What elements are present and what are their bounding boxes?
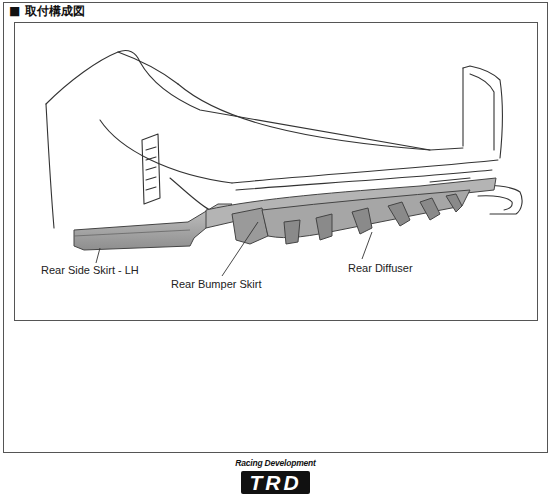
frame-bottom bbox=[3, 452, 548, 453]
figure-title: ■ 取付構成図 bbox=[9, 4, 85, 18]
brand-logo: TRD bbox=[241, 471, 309, 494]
part-name: Rear Side Skirt - LH bbox=[40, 264, 140, 277]
outer-frame bbox=[4, 3, 548, 453]
part-name: Rear Diffuser bbox=[347, 262, 414, 275]
illustration-frame bbox=[15, 23, 538, 321]
rear-diffuser bbox=[262, 190, 470, 244]
part-name: Rear Bumper Skirt bbox=[170, 278, 262, 291]
brand-text: Racing Development bbox=[235, 458, 315, 468]
car-body bbox=[46, 50, 522, 228]
